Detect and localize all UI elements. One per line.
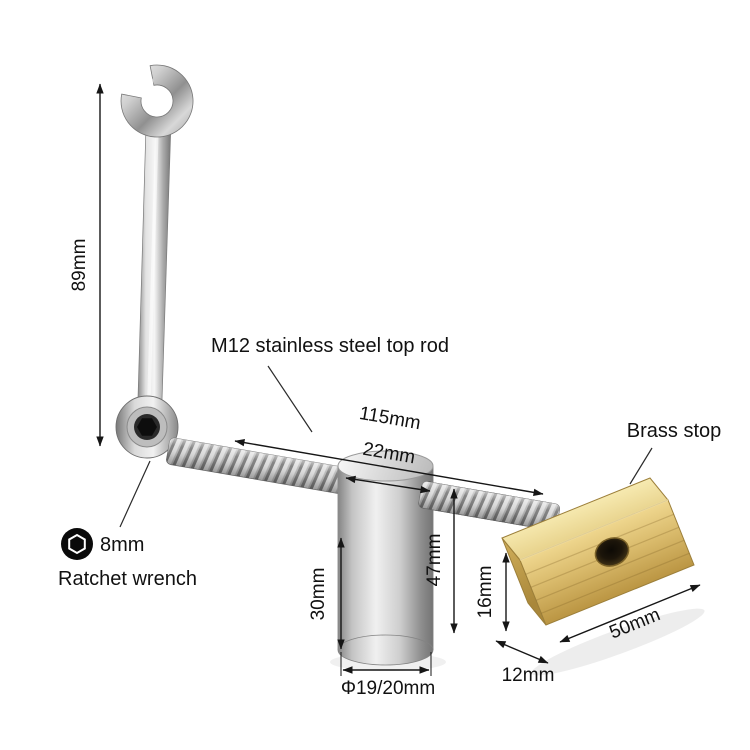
- socket-icon-disc: [61, 528, 93, 560]
- label-hex-size: 8mm: [100, 534, 144, 556]
- dimension-lines: [96, 83, 701, 676]
- dim-line-22mm: [345, 475, 431, 494]
- brass-label-leader: [629, 447, 653, 485]
- brass-center-hole: [594, 537, 630, 567]
- dim-text-stop-depth: 12mm: [502, 665, 555, 686]
- dim-text-post-height: 47mm: [424, 534, 445, 587]
- post-bottom-cap: [337, 634, 434, 666]
- brass-top-edge-highlight: [519, 499, 669, 561]
- ratchet-wrench: [115, 64, 194, 459]
- wrench-open-end-head: [120, 64, 194, 138]
- post-body: [338, 466, 433, 650]
- leader-lines: [119, 365, 653, 528]
- dim-text-rod-length: 115mm: [358, 403, 423, 434]
- dim-line-115mm: [234, 438, 544, 497]
- dim-text-stop-thickness: 16mm: [475, 566, 496, 619]
- dim-text-post-diameter: Φ19/20mm: [341, 678, 435, 699]
- dim-line-12mm: [495, 640, 549, 664]
- wrench-hex-socket: [137, 418, 157, 436]
- socket-icon-hexagon: [68, 533, 86, 555]
- wrench-head-highlight: [136, 77, 154, 93]
- dim-text-post-lower-height: 30mm: [308, 568, 329, 621]
- hex-socket-icon: [61, 528, 93, 560]
- steel-post: [337, 450, 434, 666]
- rod-label-leader: [267, 365, 313, 433]
- label-brass-stop: Brass stop: [627, 420, 721, 442]
- label-top-rod: M12 stainless steel top rod: [211, 335, 449, 357]
- dim-line-50mm: [559, 584, 701, 643]
- label-ratchet-wrench: Ratchet wrench: [58, 568, 197, 590]
- dim-text-wrench-length: 89mm: [69, 239, 90, 292]
- wrench-label-leader: [119, 460, 151, 528]
- wrench-shaft-highlight: [147, 126, 159, 398]
